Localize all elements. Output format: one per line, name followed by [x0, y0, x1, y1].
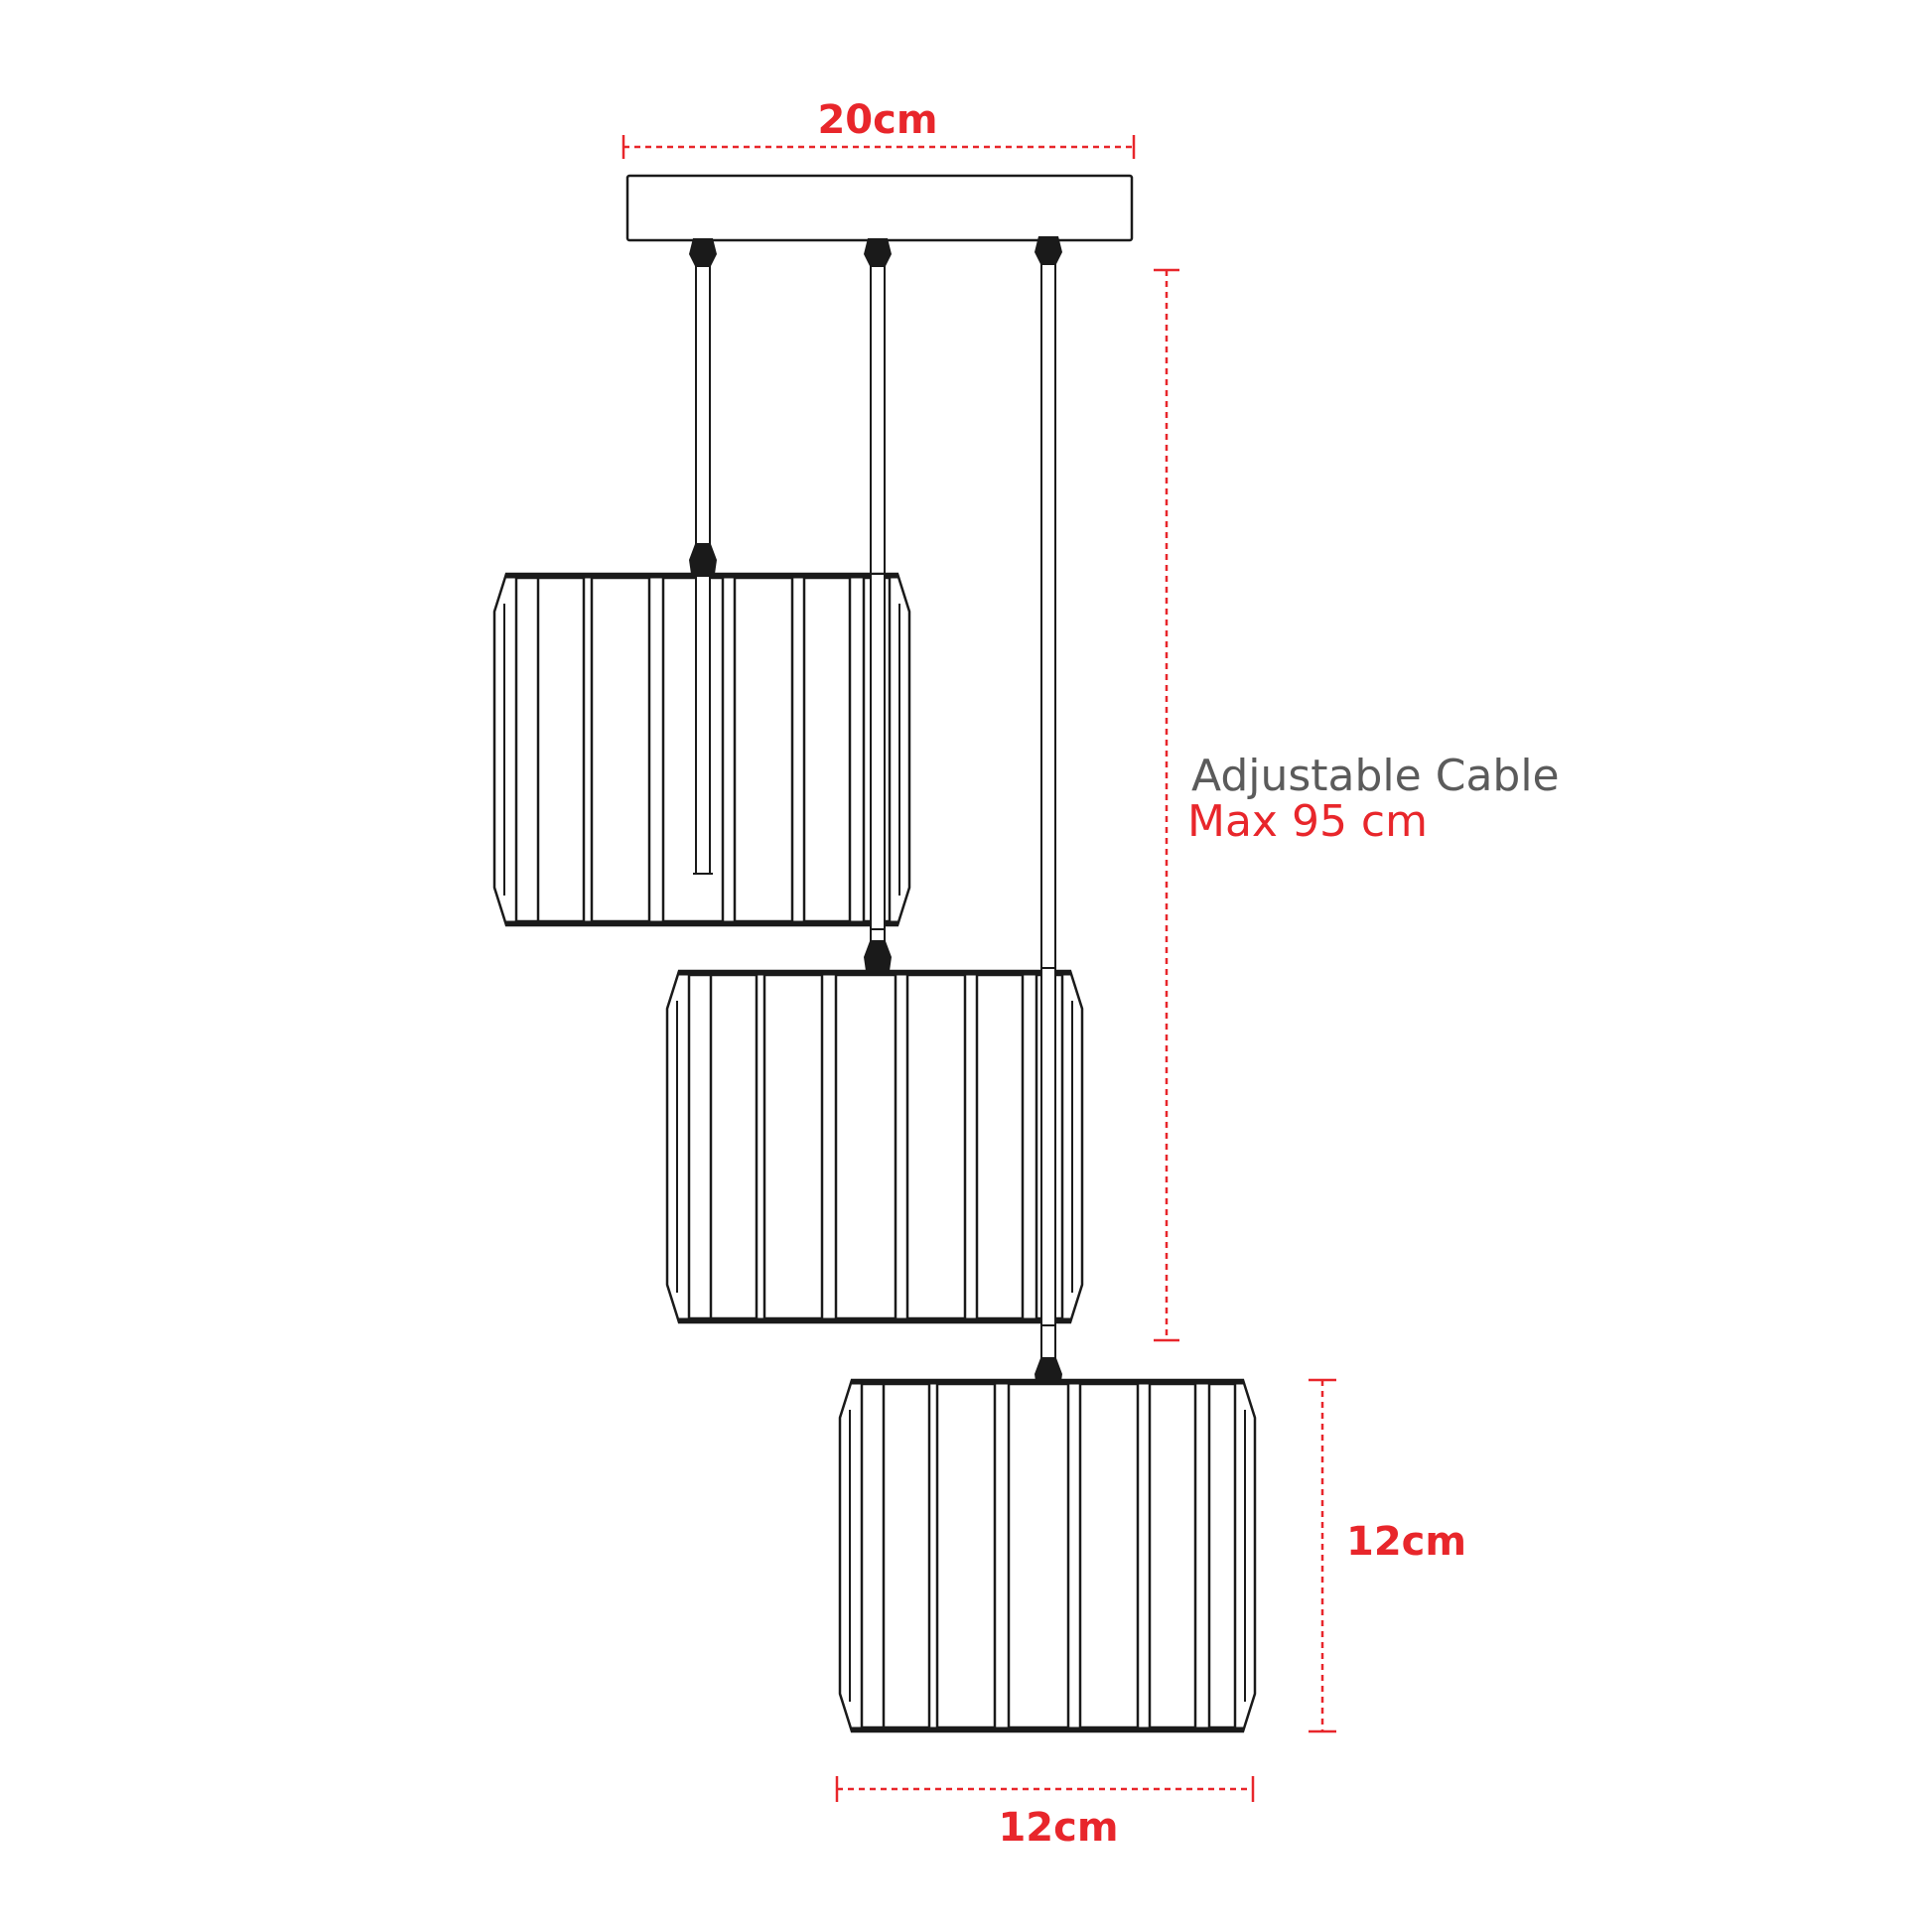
- shade-slat: [935, 1382, 997, 1729]
- cable-middle-front-segment: [870, 573, 886, 930]
- canopy-width-dimension: 20cm: [621, 97, 1136, 159]
- shade-height-dimension: 12cm: [1309, 1378, 1466, 1733]
- cable-left: [689, 238, 717, 574]
- shade-slat: [802, 576, 852, 923]
- shade-slat: [1078, 1382, 1140, 1729]
- shade-slat: [590, 576, 651, 923]
- cable-left-inner-segment: [693, 575, 713, 875]
- shade-slat: [1207, 1382, 1237, 1729]
- shade-slat: [905, 973, 967, 1320]
- shade-slat: [514, 576, 542, 923]
- shade-slat: [709, 973, 759, 1320]
- shade-slat: [975, 973, 1025, 1320]
- shade-slat: [860, 1382, 888, 1729]
- shade-slat: [661, 576, 725, 923]
- cable-right-front-segment: [1040, 967, 1056, 1326]
- shade-slat: [1148, 1382, 1197, 1729]
- pendant-shade-left: [492, 572, 911, 927]
- shade-slat: [834, 973, 897, 1320]
- shade-slat: [882, 1382, 931, 1729]
- pendant-shade-right: [838, 1378, 1257, 1733]
- pendant-shade-middle: [665, 969, 1084, 1324]
- cable-max-label: Max 95 cm: [1187, 796, 1428, 847]
- shade-slat: [536, 576, 586, 923]
- shade-slat: [733, 576, 794, 923]
- shade-height-label: 12cm: [1346, 1519, 1466, 1565]
- shade-width-dimension: 12cm: [835, 1776, 1255, 1851]
- cable-length-dimension: Adjustable Cable Max 95 cm: [1154, 268, 1560, 1342]
- shade-slat: [1007, 1382, 1070, 1729]
- canopy-width-label: 20cm: [817, 97, 937, 143]
- shade-slat: [687, 973, 715, 1320]
- cable-title-label: Adjustable Cable: [1191, 751, 1560, 801]
- shade-slat: [762, 973, 824, 1320]
- shade-width-label: 12cm: [998, 1805, 1118, 1851]
- ceiling-canopy: [625, 174, 1134, 242]
